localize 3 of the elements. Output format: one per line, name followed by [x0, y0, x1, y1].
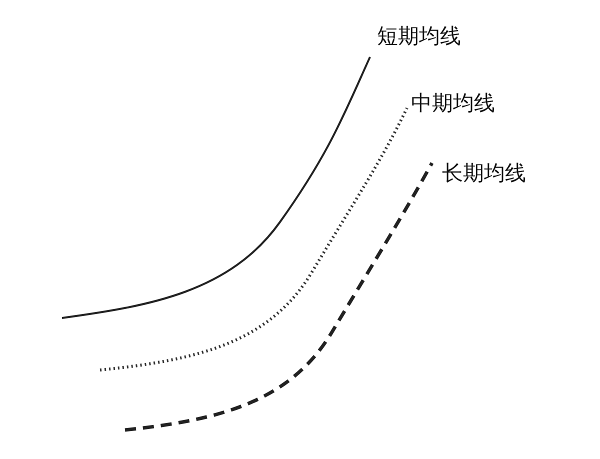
curve-label: 中期均线 [411, 93, 495, 114]
curve-label: 短期均线 [377, 26, 461, 47]
curve-label: 长期均线 [442, 163, 526, 184]
